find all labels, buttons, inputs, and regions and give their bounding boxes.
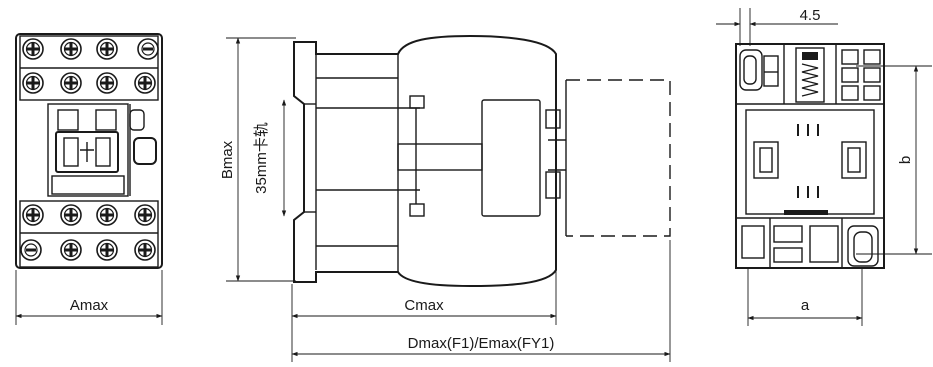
side-view: Bmax 35mm卡轨 Cmax Dmax(F1)/Em [219, 34, 671, 362]
back-view: 4.5 [716, 7, 932, 326]
screw-terminal-icon [21, 37, 160, 95]
front-view: Amax [15, 33, 163, 325]
b-label: b [897, 156, 914, 164]
bmax-label: Bmax [219, 140, 236, 179]
dmax-emax-label: Dmax(F1)/Emax(FY1) [408, 335, 555, 352]
pitch-label: 4.5 [800, 7, 821, 24]
rail-label: 35mm卡轨 [253, 122, 270, 194]
a-label: a [801, 297, 810, 314]
cmax-label: Cmax [404, 297, 444, 314]
amax-label: Amax [70, 297, 109, 314]
